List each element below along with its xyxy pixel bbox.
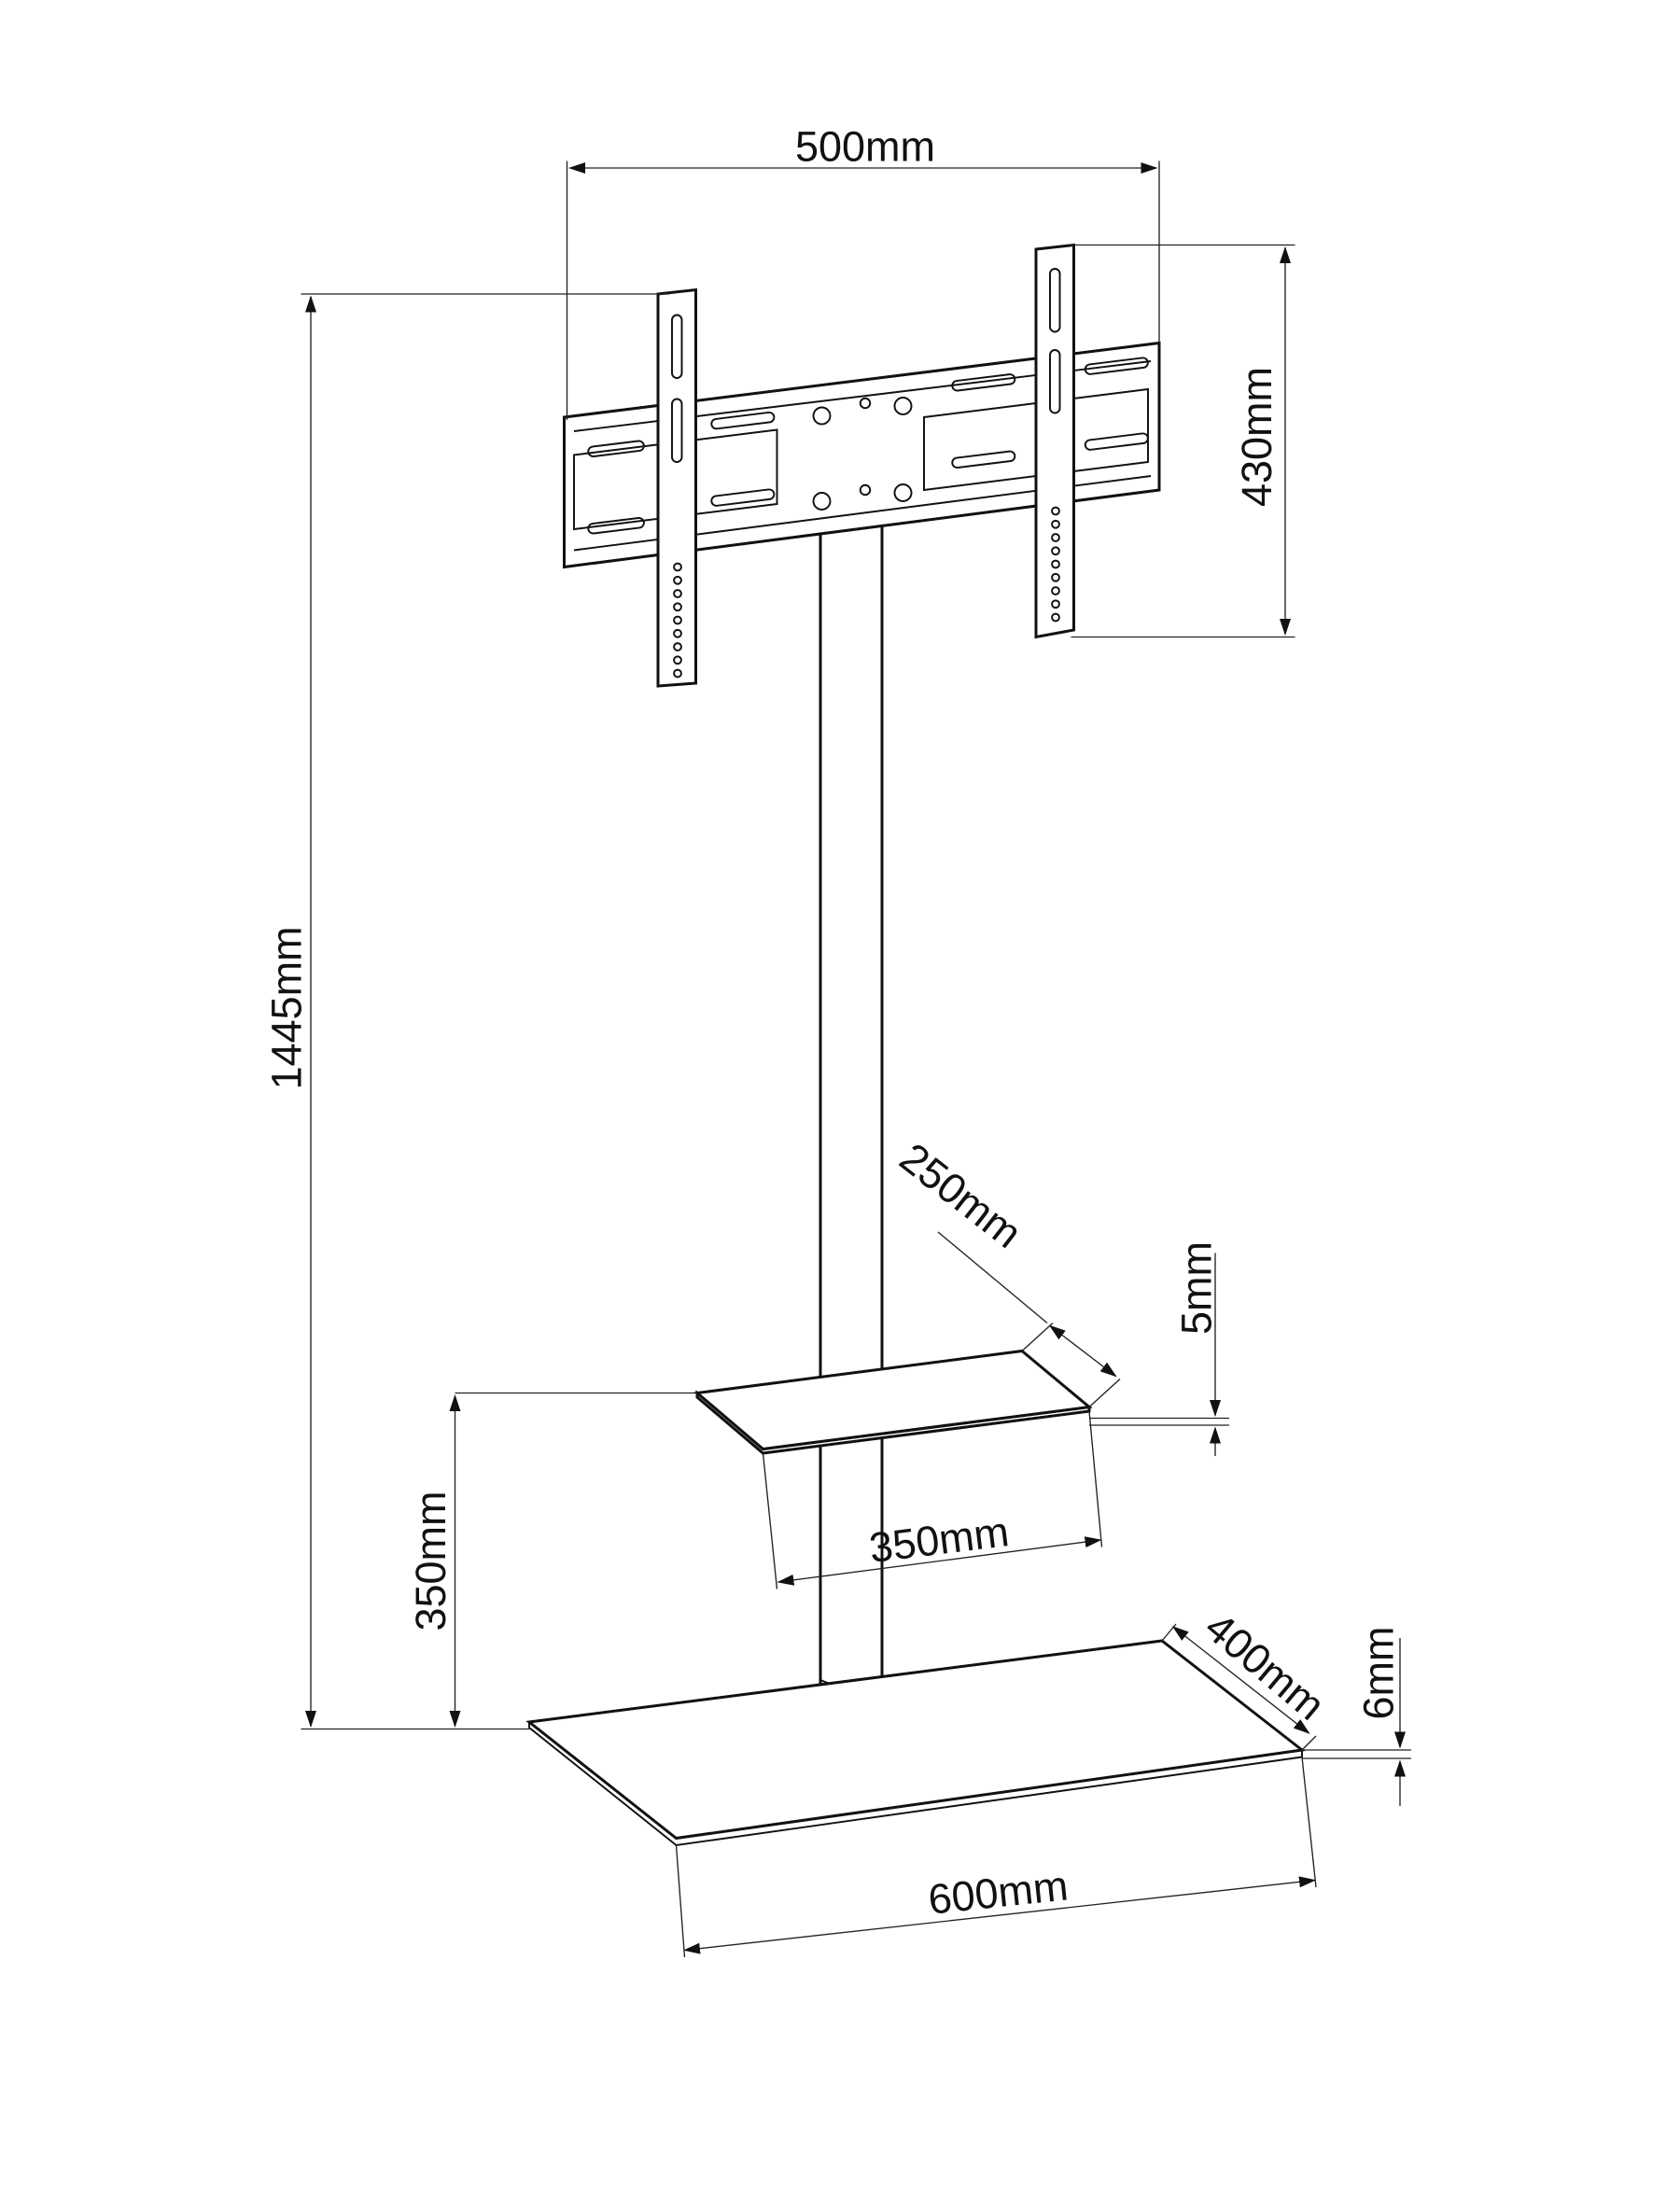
dim-mount-height: 430mm: [1233, 367, 1281, 507]
dim-mount-width: 500mm: [795, 123, 935, 171]
bolts: [812, 397, 913, 511]
dim-shelf-width: 350mm: [867, 1507, 1012, 1572]
adjustment-hole: [1051, 546, 1060, 556]
adjustment-hole: [1051, 612, 1060, 623]
dim-shelf-depth: 250mm: [891, 1133, 1031, 1257]
right-bracket: [1034, 243, 1075, 639]
adjustment-hole: [673, 602, 682, 612]
adjustment-hole: [1051, 559, 1060, 569]
dim-shelf-height: 350mm: [407, 1491, 455, 1631]
dim-base-thickness: 6mm: [1355, 1627, 1403, 1720]
dim-shelf-thickness: 5mm: [1173, 1241, 1221, 1335]
adjustment-hole: [1051, 519, 1060, 529]
adjustment-hole: [673, 589, 682, 598]
adjustment-hole: [673, 628, 682, 638]
adjustment-hole: [673, 575, 682, 585]
dim-base-width: 600mm: [926, 1861, 1071, 1923]
adjustment-hole: [673, 562, 682, 572]
adjustment-hole: [673, 655, 682, 665]
adjustment-hole: [1051, 572, 1060, 582]
adjustment-hole: [673, 615, 682, 625]
adjustment-hole: [1051, 599, 1060, 609]
left-bracket: [656, 287, 697, 688]
adjustment-hole: [1051, 586, 1060, 595]
plate-slots: [587, 357, 1149, 535]
adjustment-hole: [1051, 533, 1060, 542]
dim-total-height: 1445mm: [263, 926, 311, 1089]
adjustment-hole: [1051, 506, 1060, 516]
glass-shelf: [693, 1349, 1093, 1455]
dimension-lines: [301, 161, 1411, 1958]
adjustment-hole: [673, 642, 682, 651]
adjustment-hole: [673, 668, 682, 679]
base-plate: [525, 1639, 1306, 1847]
pole: [819, 518, 884, 1687]
